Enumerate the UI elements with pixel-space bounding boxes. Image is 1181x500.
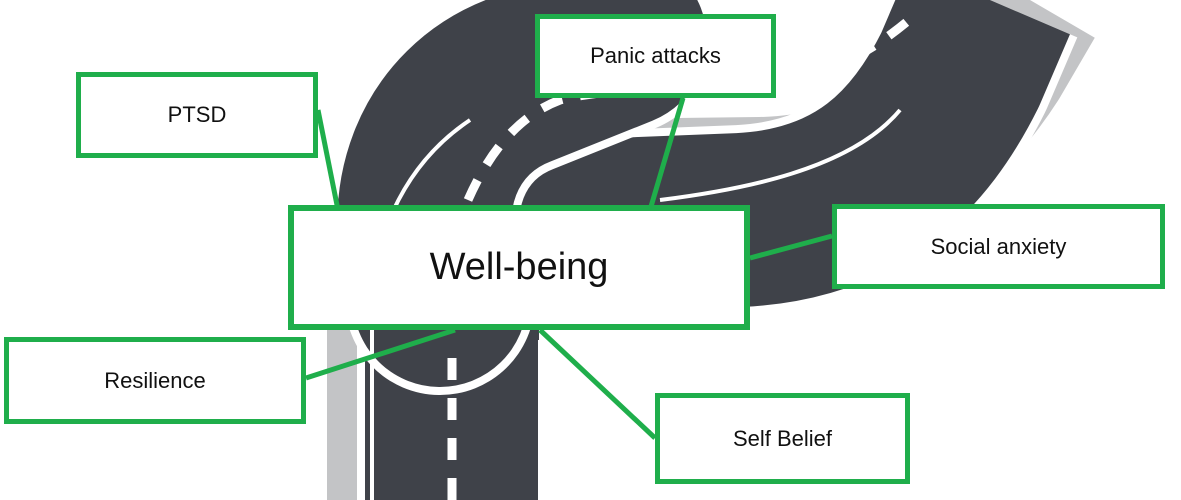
road-inner-curve	[659, 108, 902, 202]
well-being-box: Well-being	[288, 205, 750, 330]
ptsd-box: PTSD	[76, 72, 318, 158]
panic-attacks-label: Panic attacks	[590, 43, 721, 68]
ptsd-label: PTSD	[167, 102, 227, 127]
panic-attacks-box: Panic attacks	[535, 14, 776, 98]
resilience-label: Resilience	[104, 367, 206, 393]
connector-resilience	[305, 327, 456, 381]
connector-ptsd	[315, 109, 341, 211]
self-belief-label: Self Belief	[732, 425, 833, 451]
social-anxiety-label: Social anxiety	[930, 233, 1067, 259]
social-anxiety-box: Social anxiety	[832, 204, 1165, 289]
connector-panic	[647, 97, 686, 211]
self-belief-box: Self Belief	[655, 393, 910, 484]
connector-selfbelief	[538, 328, 657, 440]
well-being-label: Well-being	[429, 246, 609, 288]
resilience-box: Resilience	[4, 337, 306, 424]
connector-social	[749, 233, 833, 261]
